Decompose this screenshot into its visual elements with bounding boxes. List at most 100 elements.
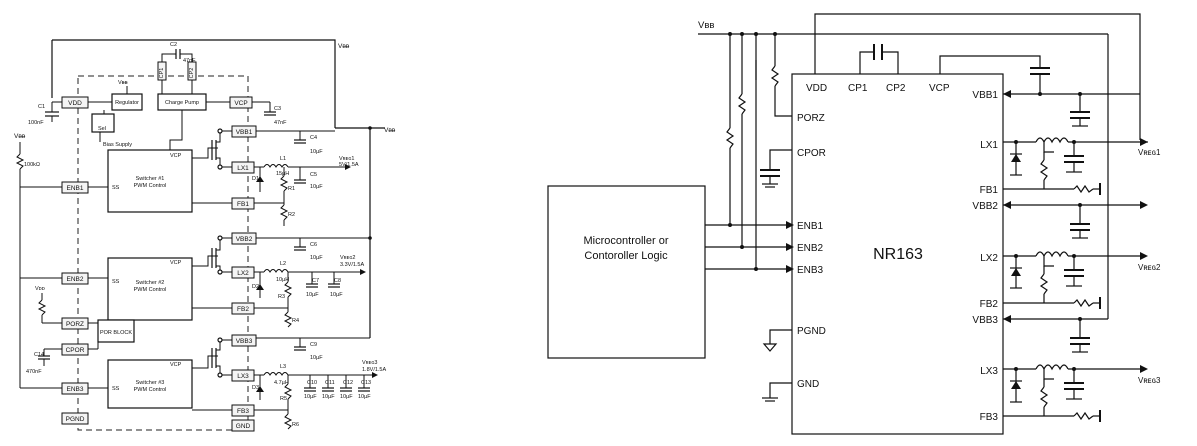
svg-text:R5: R5: [280, 396, 287, 402]
pin-gnd: GND: [797, 379, 819, 390]
svg-text:C13: C13: [361, 380, 371, 386]
svg-text:ENB3: ENB3: [67, 386, 84, 393]
svg-text:D1: D1: [252, 176, 259, 182]
svg-text:CPOR: CPOR: [66, 347, 85, 354]
svg-text:10µF: 10µF: [310, 184, 323, 190]
svg-text:D2: D2: [252, 284, 259, 290]
pin-lx3: LX3: [980, 366, 998, 377]
svg-text:D3: D3: [252, 385, 259, 391]
svg-text:ENB1: ENB1: [67, 185, 84, 192]
svg-text:C3: C3: [274, 106, 281, 112]
svg-text:10µF: 10µF: [310, 149, 323, 155]
svg-text:R4: R4: [292, 318, 299, 324]
svg-text:SS: SS: [112, 386, 120, 392]
pin-porz: PORZ: [797, 113, 825, 124]
right-schematic: Vʙʙ NR163 VDD CP1 CP2 VCP: [547, 13, 1161, 435]
left-schematic: Vᴃᴃ Vᴃᴃ VDD C1 100nF Regulator Vᴃᴃ Sel B…: [14, 39, 396, 432]
svg-text:C4: C4: [310, 135, 317, 141]
svg-text:POR BLOCK: POR BLOCK: [100, 330, 132, 336]
svg-text:FB2: FB2: [237, 306, 249, 313]
pin-vbb3-left: [231, 334, 257, 347]
svg-text:PGND: PGND: [66, 416, 85, 423]
pin-vbb2: VBB2: [972, 201, 998, 212]
svg-text:PORZ: PORZ: [66, 321, 84, 328]
pin-pgnd-left: [61, 412, 89, 425]
svg-text:47nF: 47nF: [274, 120, 287, 126]
svg-text:C1: C1: [38, 104, 45, 110]
svg-text:VDD: VDD: [68, 100, 82, 107]
svg-text:10µF: 10µF: [358, 394, 371, 400]
switcher-1-block: [107, 149, 193, 213]
por-block: [97, 319, 135, 343]
vbb-source-label: Vʙʙ: [698, 20, 714, 31]
svg-text:100kΩ: 100kΩ: [24, 162, 40, 168]
vreg2-output-label: Vʀᴇɢ2: [1138, 263, 1161, 272]
svg-text:PWM Control: PWM Control: [134, 287, 167, 293]
svg-text:4.7µH: 4.7µH: [274, 380, 289, 386]
svg-text:SS: SS: [112, 185, 120, 191]
svg-text:C10: C10: [307, 380, 317, 386]
svg-text:Contoroller Logic: Contoroller Logic: [584, 250, 668, 262]
svg-text:CP2: CP2: [189, 68, 195, 79]
svg-text:100nF: 100nF: [28, 120, 44, 126]
svg-text:Vᴅᴅ: Vᴅᴅ: [35, 286, 45, 292]
svg-text:10µH: 10µH: [276, 277, 289, 283]
svg-text:R1: R1: [288, 186, 295, 192]
pin-enb1: ENB1: [797, 221, 824, 232]
vdd-feedback-loop: [814, 13, 1141, 140]
svg-text:Microcontroller or: Microcontroller or: [584, 235, 669, 247]
svg-text:VCP: VCP: [170, 362, 182, 368]
pin-vbb1: VBB1: [972, 90, 998, 101]
svg-text:R6: R6: [292, 422, 299, 428]
svg-text:R3: R3: [278, 294, 285, 300]
svg-text:Sel: Sel: [98, 126, 106, 132]
svg-text:470nF: 470nF: [26, 369, 42, 375]
svg-text:C11: C11: [325, 380, 335, 386]
svg-text:10µF: 10µF: [330, 292, 343, 298]
select-switch: [91, 113, 115, 133]
svg-text:10µF: 10µF: [322, 394, 335, 400]
switcher-3-block: [107, 359, 193, 409]
svg-text:Regulator: Regulator: [115, 100, 139, 106]
svg-text:VBB2: VBB2: [236, 236, 253, 243]
svg-text:L2: L2: [280, 261, 286, 267]
vreg1-output-label: Vʀᴇɢ1: [1138, 148, 1161, 157]
pin-cpor: CPOR: [797, 148, 826, 159]
vbb-top-label: Vᴃᴃ: [338, 43, 350, 50]
svg-text:SS: SS: [112, 279, 120, 285]
pin-vcp: VCP: [929, 83, 950, 94]
svg-text:Vʀᴇɢ2: Vʀᴇɢ2: [340, 255, 355, 261]
pin-cp2: CP2: [886, 83, 906, 94]
svg-text:5V/1.5A: 5V/1.5A: [339, 162, 359, 168]
svg-text:Switcher #1: Switcher #1: [136, 176, 165, 182]
svg-text:Vʀᴇɢ1: Vʀᴇɢ1: [339, 156, 354, 162]
nr163-chip: [791, 73, 1004, 435]
svg-text:VCP: VCP: [170, 153, 182, 159]
svg-text:10µF: 10µF: [310, 355, 323, 361]
svg-text:47nF: 47nF: [183, 58, 196, 64]
svg-text:15µH: 15µH: [276, 171, 289, 177]
pin-fb3: FB3: [980, 412, 999, 423]
svg-text:C6: C6: [310, 242, 317, 248]
svg-text:C2: C2: [170, 42, 177, 48]
svg-text:LX1: LX1: [237, 165, 249, 172]
svg-text:10µF: 10µF: [310, 255, 323, 261]
svg-text:ENB2: ENB2: [67, 276, 84, 283]
pin-lx1: LX1: [980, 140, 998, 151]
pin-vbb3: VBB3: [972, 315, 998, 326]
vreg3-output-label: Vʀᴇɢ3: [1138, 376, 1161, 385]
pin-vdd: VDD: [806, 83, 827, 94]
pin-fb1: FB1: [980, 185, 999, 196]
svg-text:1.8V/1.5A: 1.8V/1.5A: [362, 367, 386, 373]
pin-gnd-left: [231, 419, 255, 432]
svg-text:VBB1: VBB1: [236, 129, 253, 136]
svg-text:10µF: 10µF: [306, 292, 319, 298]
svg-text:C5: C5: [310, 172, 317, 178]
pin-enb3: ENB3: [797, 265, 824, 276]
svg-text:GND: GND: [236, 423, 251, 430]
svg-text:10µF: 10µF: [340, 394, 353, 400]
svg-text:R2: R2: [288, 212, 295, 218]
vbb-right-label: Vᴃᴃ: [384, 127, 396, 134]
svg-text:FB1: FB1: [237, 201, 249, 208]
